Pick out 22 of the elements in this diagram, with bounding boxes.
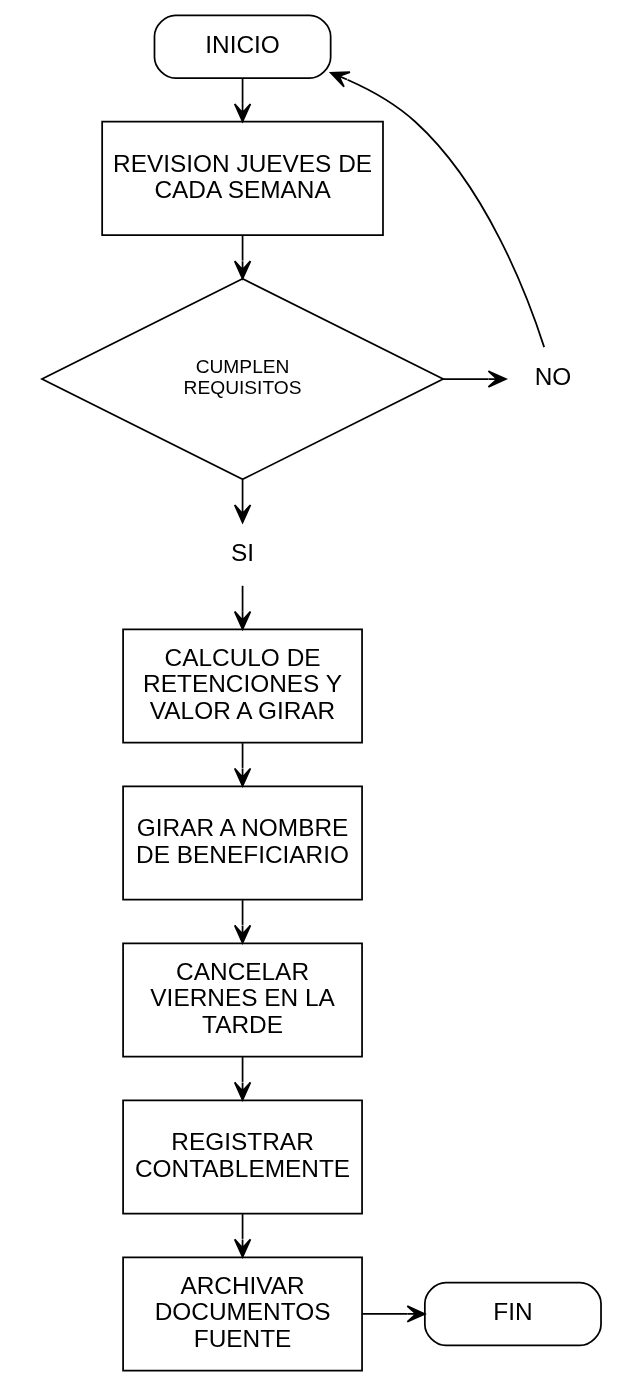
node-box: INICIO [153, 14, 332, 79]
node-box: GIRAR A NOMBRE DE BENEFICIARIO [121, 785, 363, 901]
arrow [441, 370, 507, 388]
node-text: NO [534, 363, 571, 391]
node-diamond: CUMPLEN REQUISITOS [39, 277, 445, 481]
arrow [361, 1305, 426, 1323]
arrow [233, 234, 251, 280]
arrow [233, 742, 251, 787]
arrow [233, 77, 251, 123]
node-box: REGISTRAR CONTABLEMENTE [121, 1099, 363, 1215]
arrow [233, 1213, 251, 1258]
arrow [233, 1056, 251, 1101]
node-box: ARCHIVAR DOCUMENTOS FUENTE [121, 1256, 363, 1372]
arrow [233, 478, 251, 524]
node-box: FIN [423, 1281, 602, 1347]
arrow [329, 71, 545, 348]
node-text: SI [230, 538, 254, 566]
node-box: CANCELAR VIERNES EN LA TARDE [121, 942, 363, 1058]
node-box: CALCULO DE RETENCIONES Y VALOR A GIRAR [121, 628, 363, 744]
node-box: REVISION JUEVES DE CADA SEMANA [100, 120, 384, 236]
arrow [233, 899, 251, 944]
arrow [233, 584, 251, 630]
